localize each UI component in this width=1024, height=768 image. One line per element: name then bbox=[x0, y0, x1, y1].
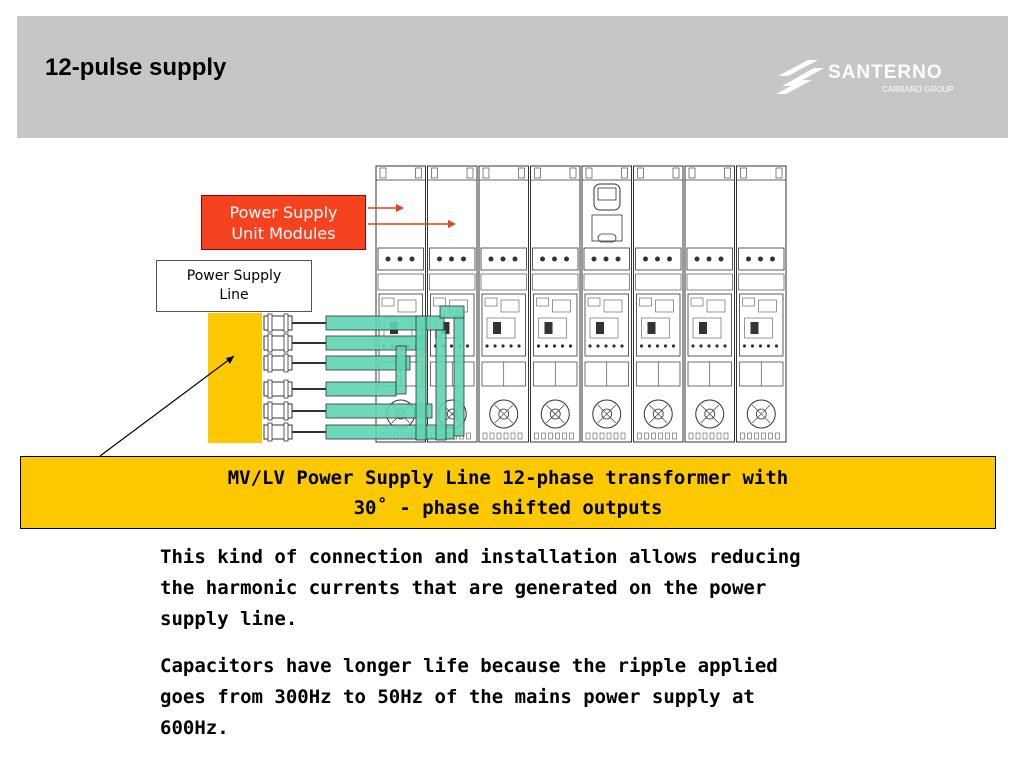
drive-module bbox=[581, 165, 632, 443]
logo-subtitle: CARRARO GROUP bbox=[882, 85, 954, 94]
callout-line-1: MV/LV Power Supply Line 12-phase transfo… bbox=[227, 467, 789, 489]
busbar bbox=[325, 335, 427, 351]
busbar bbox=[439, 305, 465, 319]
header-bar bbox=[17, 16, 1008, 138]
arrow-to-transformer bbox=[99, 355, 235, 457]
callout-box: MV/LV Power Supply Line 12-phase transfo… bbox=[20, 456, 996, 529]
drive-module bbox=[530, 165, 581, 443]
drive-module bbox=[736, 165, 787, 443]
arrow-head-transformer bbox=[226, 356, 234, 364]
logo-name: SANTERNO bbox=[828, 62, 943, 83]
red-arrow-head-2 bbox=[448, 220, 456, 228]
drive-module bbox=[633, 165, 684, 443]
page-title: 12-pulse supply bbox=[45, 54, 227, 81]
busbar bbox=[415, 315, 427, 441]
label-power-supply-line: Power Supply Line bbox=[156, 260, 312, 312]
busbar bbox=[325, 424, 455, 440]
drive-module bbox=[427, 165, 478, 443]
busbar bbox=[325, 315, 445, 331]
cable-connections bbox=[263, 305, 465, 442]
red-arrow-head-1 bbox=[396, 204, 404, 212]
santerno-logo-mark-icon bbox=[776, 60, 824, 94]
busbar bbox=[325, 381, 397, 397]
paragraph-capacitors: Capacitors have longer life because the … bbox=[160, 655, 778, 739]
busbar bbox=[453, 315, 465, 437]
drive-modules bbox=[375, 165, 787, 443]
drive-module bbox=[478, 165, 529, 443]
busbar bbox=[325, 355, 411, 371]
santerno-logo: SANTERNO CARRARO GROUP bbox=[772, 54, 972, 104]
transformer-block bbox=[208, 313, 262, 443]
drive-module bbox=[684, 165, 735, 443]
callout-line-2: 30˚ - phase shifted outputs bbox=[353, 497, 663, 519]
label-power-supply-unit-modules: Power Supply Unit Modules bbox=[201, 195, 366, 250]
paragraph-harmonics: This kind of connection and installation… bbox=[160, 546, 801, 630]
busbar bbox=[435, 329, 447, 441]
busbar bbox=[395, 345, 407, 395]
busbar bbox=[325, 403, 433, 419]
